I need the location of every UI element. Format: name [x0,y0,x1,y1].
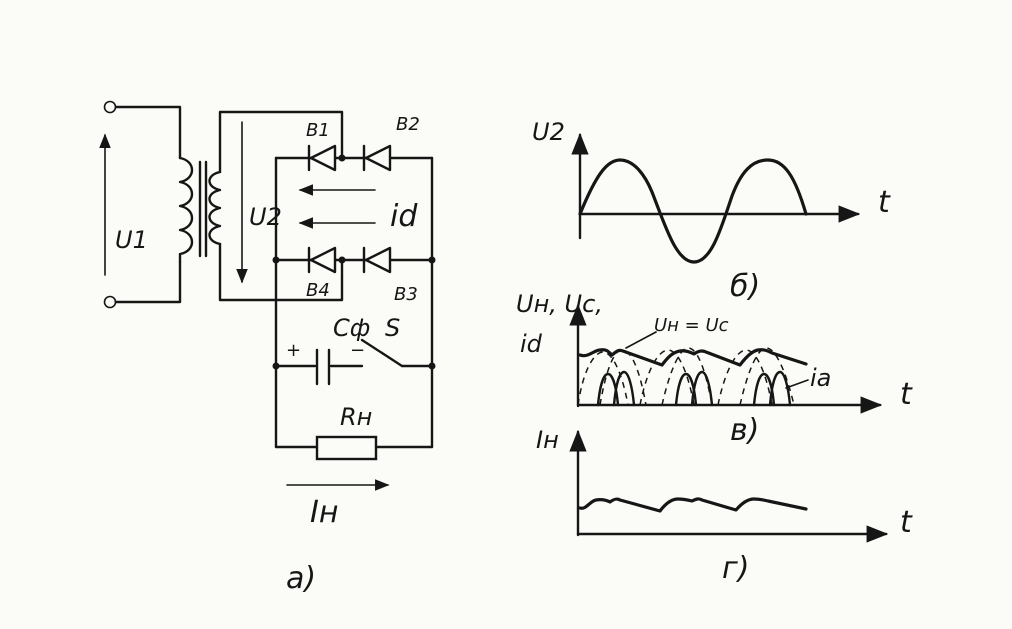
plot-v-load-voltage [578,348,808,367]
capacitor-minus-label: − [350,340,365,361]
load-resistor [315,435,378,461]
plot-b-x-label: t [878,185,891,220]
plot-v-current-pulses [596,370,792,407]
diode-b3-label: B3 [394,284,418,305]
junction-cap-right [428,362,436,370]
primary-winding [178,156,194,264]
primary-lead-top [114,105,182,160]
plot-g-y-label: Iн [536,426,559,454]
switch-label: S [385,314,400,342]
plot-b-caption: б) [730,269,760,304]
plot-v-current-label: iа [810,364,831,392]
capacitor-plus-label: + [286,340,301,361]
diode-b3 [362,246,392,274]
plot-v-current-leader [785,379,809,389]
plot-g-caption: г) [722,551,749,586]
plot-b: U2 t б) [532,118,891,304]
input-voltage-label: U1 [115,226,148,254]
plot-g: Iн t г) [536,426,913,586]
secondary-lead-bottom [218,242,344,302]
circuit-caption: а) [286,561,316,596]
junction-top [338,154,346,162]
capacitor-label: Cф [333,314,370,342]
load-current-label: Iн [310,495,338,530]
secondary-winding [208,170,222,246]
plot-g-load-current [578,497,808,513]
resistor-label: Rн [340,403,372,431]
diode-b2 [362,144,392,172]
plot-g-x-label: t [900,505,913,540]
plot-v-curve-label: Uн = Uc [654,315,729,336]
secondary-lead-top [218,110,344,174]
switch-blade [360,338,404,368]
plot-v-x-label: t [900,377,913,412]
diode-b1 [307,144,337,172]
plot-b-y-label: U2 [532,118,565,146]
diode-b4 [307,246,337,274]
plot-b-sine-wave [578,158,808,264]
plot-v-curve-leader [625,331,657,349]
plot-v: Uн, Uc, id Uн = Uc iа t в) [516,290,913,448]
diode-b2-label: B2 [396,114,420,135]
primary-lead-bottom [114,260,182,304]
diode-b4-label: B4 [306,280,330,301]
plot-v-caption: в) [730,413,759,448]
input-terminal-top [103,100,117,114]
circuit-schematic: U1 U2 B1 B2 [99,100,436,596]
current-id-label: id [390,199,418,234]
junction-bottom [338,256,346,264]
plot-v-y-label-1: Uн, Uc, [516,290,603,318]
diode-b1-label: B1 [306,120,330,141]
plot-v-y-label-2: id [520,330,543,358]
junction-cap-left [272,362,280,370]
input-terminal-bottom [103,295,117,309]
